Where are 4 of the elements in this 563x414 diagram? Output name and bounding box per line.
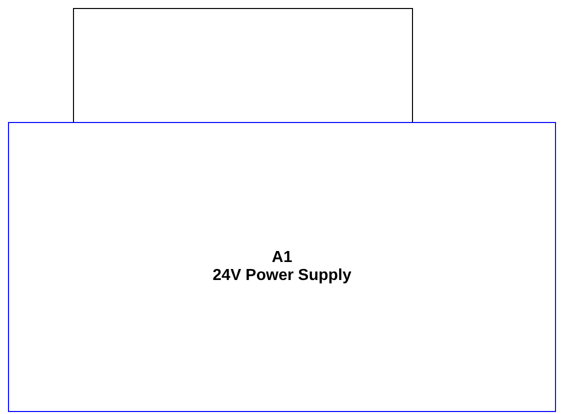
power-supply-box [8, 122, 556, 412]
enclosure-box [73, 8, 413, 123]
device-name: 24V Power Supply [212, 267, 352, 285]
device-designator: A1 [272, 249, 292, 267]
